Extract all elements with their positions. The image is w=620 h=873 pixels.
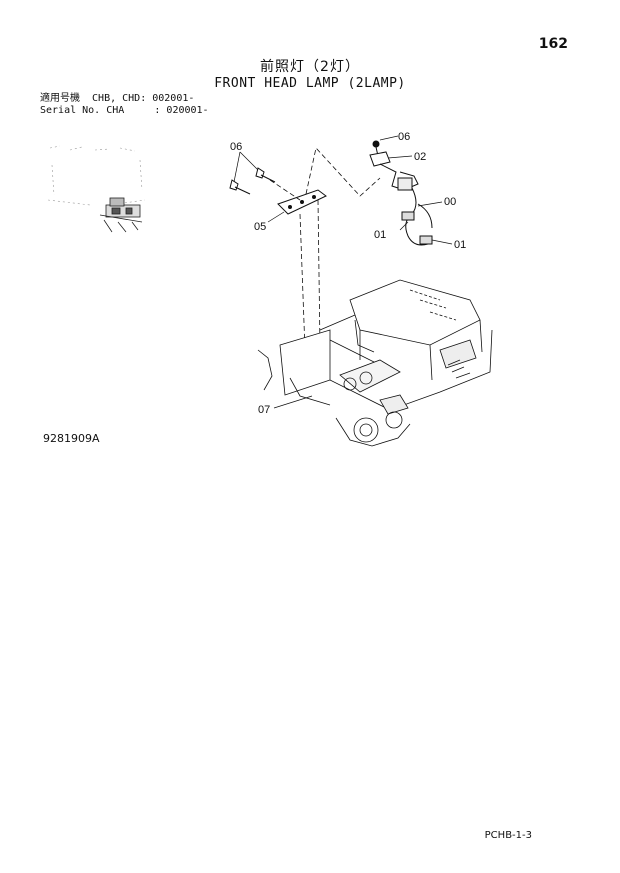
callout-06-right: 06 [398,131,410,143]
serial-line-1: 適用号機 CHB, CHD: 002001- [40,93,195,104]
callout-00: 00 [444,196,456,208]
callout-05: 05 [254,221,266,233]
bolt-06-left [229,167,276,195]
callout-02: 02 [414,151,426,163]
callout-06-left: 06 [230,141,242,153]
assembly-guide-lines [269,147,381,351]
footer-code: PCHB-1-3 [484,830,532,841]
serial-info: 適用号機 CHB, CHD: 002001- Serial No. CHA : … [40,93,209,117]
callout-07: 07 [258,404,270,416]
bracket-05 [277,189,327,215]
machine-overview-sketch [47,145,146,233]
page-title-en: FRONT HEAD LAMP (2LAMP) [214,76,406,91]
callout-leaders [233,135,453,409]
page-title-jp: 前照灯（2灯） [260,59,360,75]
callout-01-left: 01 [374,229,386,241]
machine-body [257,279,493,447]
figure-id: 9281909A [43,432,100,445]
lamp-assembly [369,140,433,246]
serial-line-2: Serial No. CHA : 020001- [40,105,209,116]
page-number: 162 [538,36,568,52]
callout-01-right: 01 [454,239,466,251]
